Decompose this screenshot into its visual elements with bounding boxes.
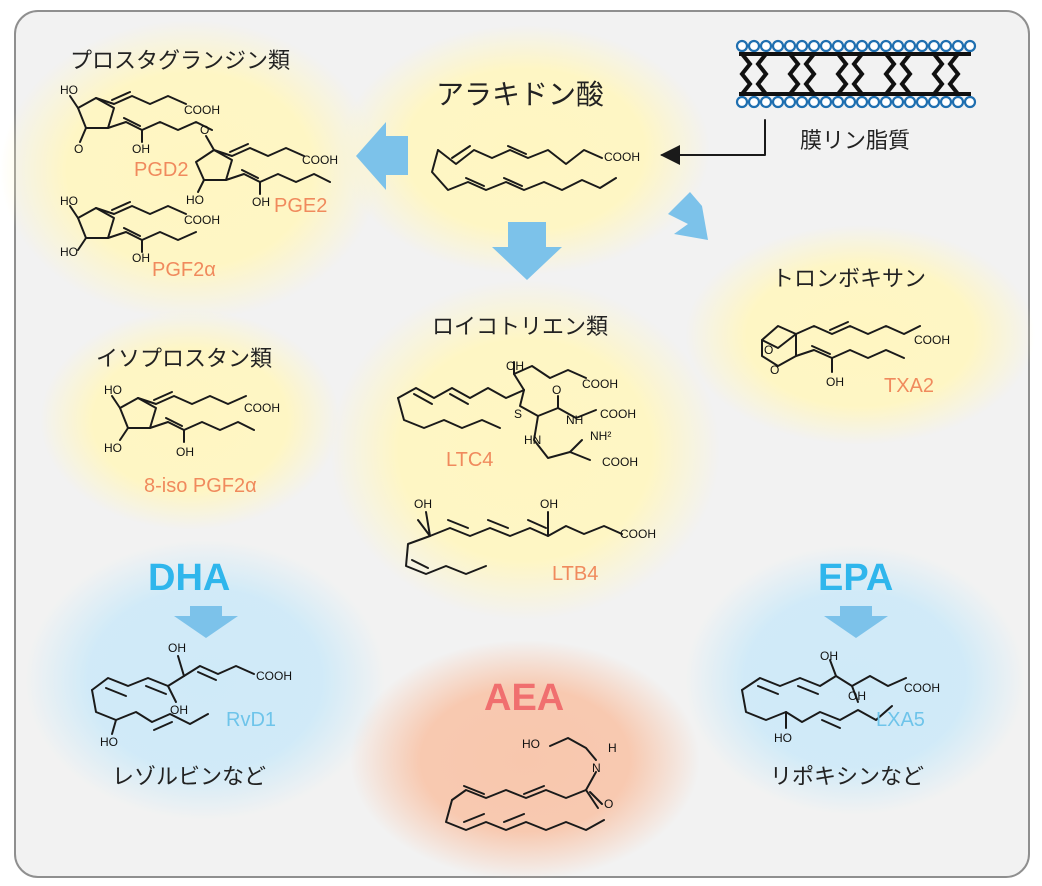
rvd1-oh-1: OH — [168, 641, 186, 655]
leukotrienes-title: ロイコトリエン類 — [432, 315, 608, 340]
arrow-epa — [824, 606, 888, 638]
rvd1-structure — [91, 655, 255, 735]
txa2-oh: OH — [826, 375, 844, 389]
aea-ho: HO — [522, 737, 540, 751]
lxa5-oh-1: OH — [820, 649, 838, 663]
txa2-structure — [761, 321, 921, 373]
ltc4-cooh-1: COOH — [582, 377, 618, 391]
ltb4-oh-2: OH — [540, 497, 558, 511]
dha-caption: レゾルビンなど — [112, 765, 266, 790]
arachidonic-acid-structure — [431, 145, 617, 191]
pgd2-structure — [69, 91, 213, 143]
halo-aea — [350, 640, 700, 880]
lxa5-oh-2: OH — [848, 689, 866, 703]
ltb4-cooh: COOH — [620, 527, 656, 541]
ltb4-label: LTB4 — [552, 563, 598, 585]
pge2-ho: HO — [186, 193, 204, 207]
ltb4-structure — [405, 511, 623, 575]
halo-dha — [25, 540, 385, 820]
halo-leukotrienes — [330, 280, 720, 620]
ltc4-hn: HN — [524, 433, 541, 447]
ltc4-s: S — [514, 407, 522, 421]
thromboxane-title: トロンボキサン — [772, 267, 926, 292]
txa2-cooh: COOH — [914, 333, 950, 347]
pgd2-cooh: COOH — [184, 103, 220, 117]
aea-n: N — [592, 761, 601, 775]
pge2-label: PGE2 — [274, 195, 327, 217]
iso-ho-top: HO — [104, 383, 122, 397]
ltc4-o: O — [552, 383, 561, 397]
pgd2-label: PGD2 — [134, 159, 188, 181]
rvd1-oh-2: OH — [170, 703, 188, 717]
dha-title: DHA — [148, 557, 230, 599]
aea-o: O — [604, 797, 613, 811]
aea-title: AEA — [484, 677, 564, 719]
ltc4-cooh-3: COOH — [602, 455, 638, 469]
aa-cooh-label: COOH — [604, 150, 640, 164]
phospholipid-bilayer-icon — [735, 39, 977, 109]
halo-epa — [685, 545, 1025, 815]
ltc4-structure — [397, 361, 597, 461]
iso-ho-bottom: HO — [104, 441, 122, 455]
arrow-to-leukotrienes — [492, 222, 562, 280]
isoprostane-label: 8-iso PGF2α — [144, 475, 257, 497]
pgd2-ho: HO — [60, 83, 78, 97]
txa2-o-ring: O — [770, 363, 779, 377]
halo-arachidonic — [340, 25, 710, 275]
pgf2a-structure — [69, 201, 197, 253]
pge2-cooh: COOH — [302, 153, 338, 167]
iso-cooh: COOH — [244, 401, 280, 415]
arrow-to-thromboxane — [668, 192, 708, 240]
pgd2-oh: OH — [132, 142, 150, 156]
rvd1-cooh: COOH — [256, 669, 292, 683]
halo-prostaglandins — [0, 20, 380, 320]
prostaglandins-title: プロスタグランジン類 — [70, 49, 290, 74]
ltc4-oh: OH — [506, 359, 524, 373]
pge2-oh: OH — [252, 195, 270, 209]
aea-structure — [445, 737, 605, 831]
arrow-dha — [174, 606, 238, 638]
pge2-structure — [195, 135, 331, 195]
ltc4-label: LTC4 — [446, 449, 493, 471]
halo-thromboxane — [685, 225, 1035, 445]
membrane-to-aa-arrow — [660, 119, 766, 165]
ltb4-oh-1: OH — [414, 497, 432, 511]
isoprostane-structure — [111, 391, 255, 443]
membrane-label: 膜リン脂質 — [800, 129, 910, 154]
ltc4-nh: NH — [566, 413, 583, 427]
halo-isoprostanes — [40, 310, 340, 530]
arachidonic-acid-title: アラキドン酸 — [436, 78, 604, 111]
rvd1-ho: HO — [100, 735, 118, 749]
rvd1-label: RvD1 — [226, 709, 276, 731]
pgf2a-ho-bottom: HO — [60, 245, 78, 259]
pgf2a-label: PGF2α — [152, 259, 216, 281]
ltc4-nh2: NH² — [590, 429, 611, 443]
lxa5-cooh: COOH — [904, 681, 940, 695]
arrow-to-prostaglandins — [356, 122, 408, 190]
txa2-label: TXA2 — [884, 375, 934, 397]
lxa5-ho: HO — [774, 731, 792, 745]
aea-h: H — [608, 741, 617, 755]
epa-caption: リポキシンなど — [770, 765, 924, 790]
pgf2a-ho-top: HO — [60, 194, 78, 208]
pgf2a-cooh: COOH — [184, 213, 220, 227]
epa-title: EPA — [818, 557, 893, 599]
pgf2a-oh: OH — [132, 251, 150, 265]
ltc4-cooh-2: COOH — [600, 407, 636, 421]
pge2-o: O — [200, 123, 209, 137]
lxa5-structure — [741, 659, 907, 729]
iso-oh: OH — [176, 445, 194, 459]
isoprostanes-title: イソプロスタン類 — [96, 347, 272, 372]
txa2-o-bridge: O — [764, 343, 773, 357]
lxa5-label: LXA5 — [876, 709, 925, 731]
pgd2-o: O — [74, 142, 83, 156]
